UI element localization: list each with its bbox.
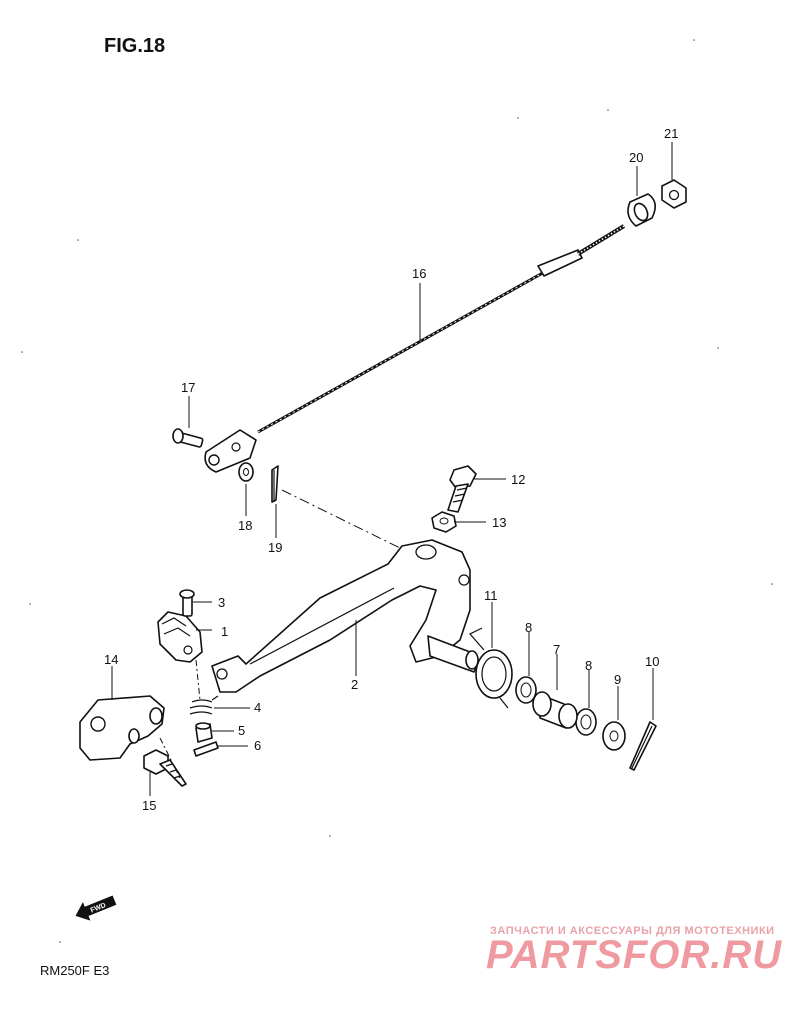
callout-2: 2: [351, 677, 358, 692]
scan-specks: [21, 39, 773, 943]
part-14-pedal-bracket: [79, 695, 165, 761]
part-17-clevis-pin: [172, 428, 204, 448]
part-10-cotter-pin: [629, 721, 657, 771]
part-3-pin: [179, 589, 195, 617]
clevis-end: [204, 429, 257, 473]
callout-8a: 8: [525, 620, 532, 635]
callout-6: 6: [254, 738, 261, 753]
watermark: ЗАПЧАСТИ И АКСЕССУАРЫ ДЛЯ МОТОТЕХНИКИ PA…: [486, 925, 782, 977]
part-19-cotter-pin: [271, 465, 279, 503]
part-20-rod-joint: [627, 193, 656, 227]
callout-16: 16: [412, 266, 426, 281]
callout-10: 10: [645, 654, 659, 669]
callout-3: 3: [218, 595, 225, 610]
watermark-brand: PARTSFOR.RU: [486, 933, 782, 977]
callout-5: 5: [238, 723, 245, 738]
callout-12: 12: [511, 472, 525, 487]
part-8-washer-b: [575, 708, 597, 736]
part-8-washer-a: [515, 676, 537, 704]
part-1-pedal-tip: [157, 611, 203, 663]
fwd-direction-arrow: FWD: [75, 895, 117, 921]
callout-8b: 8: [585, 658, 592, 673]
part-18-washer: [238, 462, 254, 482]
part-12-bolt: [447, 465, 477, 513]
part-16-brake-rod: [257, 224, 626, 434]
part-13-nut: [431, 511, 457, 533]
part-2-brake-pedal: [211, 539, 479, 693]
callout-21: 21: [664, 126, 678, 141]
callout-18: 18: [238, 518, 252, 533]
callout-13: 13: [492, 515, 506, 530]
callout-1: 1: [221, 624, 228, 639]
part-4-spring: [189, 695, 219, 715]
figure-title: FIG.18: [104, 35, 165, 57]
part-5-collar: [195, 722, 213, 743]
callout-labels: 1 2 3 4 5 6 7 8 8 9 10 11 12 13 14 15 16…: [104, 126, 678, 813]
part-6-cotter-pin: [193, 741, 219, 757]
callout-19: 19: [268, 540, 282, 555]
watermark-tagline: ЗАПЧАСТИ И АКСЕССУАРЫ ДЛЯ МОТОТЕХНИКИ: [490, 925, 775, 937]
callout-17: 17: [181, 380, 195, 395]
part-21-adjust-nut: [661, 179, 687, 209]
callout-20: 20: [629, 150, 643, 165]
alignment-lines: [159, 489, 401, 779]
callout-11: 11: [484, 588, 498, 603]
callout-15: 15: [142, 798, 156, 813]
callout-9: 9: [614, 672, 621, 687]
callout-4: 4: [254, 700, 261, 715]
part-15-bolt: [143, 749, 187, 787]
part-11-return-spring: [469, 627, 513, 709]
part-9-washer: [602, 721, 626, 751]
leader-lines: [111, 142, 673, 796]
part-7-bushing: [532, 691, 578, 729]
model-code: RM250F E3: [40, 963, 109, 978]
callout-14: 14: [104, 652, 118, 667]
callout-7: 7: [553, 642, 560, 657]
